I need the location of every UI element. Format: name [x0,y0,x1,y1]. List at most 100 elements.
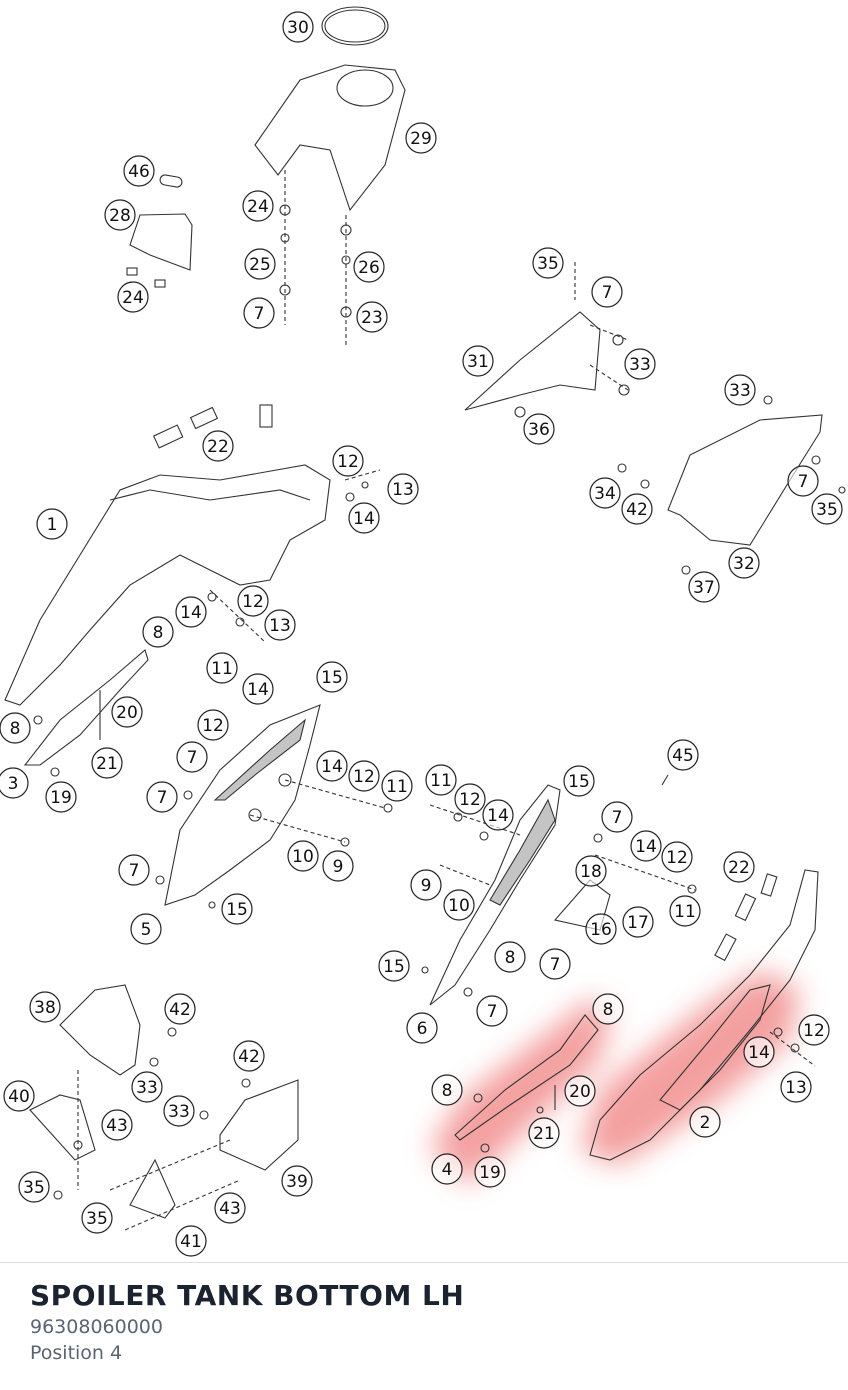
callout-9[interactable]: 9 [410,869,442,901]
callout-12[interactable]: 12 [332,445,364,477]
callout-13[interactable]: 13 [264,609,296,641]
callout-7[interactable]: 7 [539,948,571,980]
callout-13[interactable]: 13 [780,1071,812,1103]
callout-22[interactable]: 22 [202,430,234,462]
callout-25[interactable]: 25 [244,248,276,280]
callout-8[interactable]: 8 [494,941,526,973]
callout-12[interactable]: 12 [197,709,229,741]
callout-33[interactable]: 33 [724,374,756,406]
callout-8[interactable]: 8 [142,616,174,648]
callout-12[interactable]: 12 [798,1014,830,1046]
callout-17[interactable]: 17 [622,906,654,938]
callout-12[interactable]: 12 [454,783,486,815]
callout-34[interactable]: 34 [589,477,621,509]
callout-33[interactable]: 33 [624,348,656,380]
callout-14[interactable]: 14 [316,750,348,782]
callout-7[interactable]: 7 [787,465,819,497]
callout-number: 42 [626,500,648,520]
callout-7[interactable]: 7 [476,995,508,1027]
callout-11[interactable]: 11 [425,764,457,796]
callout-7[interactable]: 7 [591,276,623,308]
callout-12[interactable]: 12 [661,841,693,873]
callout-10[interactable]: 10 [287,840,319,872]
callout-14[interactable]: 14 [630,830,662,862]
callout-23[interactable]: 23 [356,301,388,333]
callout-13[interactable]: 13 [387,473,419,505]
callout-14[interactable]: 14 [242,673,274,705]
callout-42[interactable]: 42 [621,493,653,525]
callout-11[interactable]: 11 [206,652,238,684]
callout-41[interactable]: 41 [175,1225,207,1257]
callout-6[interactable]: 6 [406,1012,438,1044]
callout-19[interactable]: 19 [45,781,77,813]
callout-46[interactable]: 46 [123,155,155,187]
callout-31[interactable]: 31 [462,345,494,377]
callout-24[interactable]: 24 [117,281,149,313]
callout-42[interactable]: 42 [233,1040,265,1072]
callout-45[interactable]: 45 [667,739,699,771]
callout-28[interactable]: 28 [104,199,136,231]
callout-number: 8 [603,1000,614,1020]
callout-39[interactable]: 39 [281,1165,313,1197]
callout-29[interactable]: 29 [405,122,437,154]
callout-7[interactable]: 7 [146,781,178,813]
callout-12[interactable]: 12 [237,585,269,617]
callout-21[interactable]: 21 [528,1117,560,1149]
callout-circle [624,348,656,380]
callout-35[interactable]: 35 [811,493,843,525]
callout-16[interactable]: 16 [585,913,617,945]
callout-1[interactable]: 1 [36,508,68,540]
callout-12[interactable]: 12 [348,760,380,792]
callout-2[interactable]: 2 [689,1106,721,1138]
callout-number: 35 [23,1178,45,1198]
callout-33[interactable]: 33 [163,1095,195,1127]
callout-14[interactable]: 14 [482,799,514,831]
callout-14[interactable]: 14 [743,1036,775,1068]
callout-30[interactable]: 30 [282,11,314,43]
callout-36[interactable]: 36 [523,413,555,445]
callout-22[interactable]: 22 [723,851,755,883]
callout-15[interactable]: 15 [221,893,253,925]
callout-circle [142,616,174,648]
callout-circle [405,122,437,154]
callout-24[interactable]: 24 [242,190,274,222]
callout-21[interactable]: 21 [91,747,123,779]
callout-7[interactable]: 7 [118,854,150,886]
callout-8[interactable]: 8 [0,712,31,744]
callout-43[interactable]: 43 [214,1192,246,1224]
callout-42[interactable]: 42 [164,993,196,1025]
callout-8[interactable]: 8 [431,1074,463,1106]
callout-8[interactable]: 8 [592,993,624,1025]
callout-15[interactable]: 15 [316,661,348,693]
callout-32[interactable]: 32 [728,547,760,579]
callout-18[interactable]: 18 [575,855,607,887]
callout-7[interactable]: 7 [176,741,208,773]
callout-20[interactable]: 20 [564,1075,596,1107]
callout-7[interactable]: 7 [243,297,275,329]
callout-5[interactable]: 5 [130,913,162,945]
callout-15[interactable]: 15 [378,950,410,982]
callout-33[interactable]: 33 [131,1071,163,1103]
callout-35[interactable]: 35 [18,1171,50,1203]
callout-14[interactable]: 14 [175,596,207,628]
callout-15[interactable]: 15 [563,765,595,797]
callout-40[interactable]: 40 [3,1080,35,1112]
callout-20[interactable]: 20 [111,696,143,728]
callout-7[interactable]: 7 [601,801,633,833]
callout-37[interactable]: 37 [688,571,720,603]
callout-11[interactable]: 11 [381,770,413,802]
callout-10[interactable]: 10 [443,889,475,921]
callout-26[interactable]: 26 [353,251,385,283]
callout-number: 11 [430,771,452,791]
callout-35[interactable]: 35 [532,247,564,279]
callout-38[interactable]: 38 [29,991,61,1023]
callout-35[interactable]: 35 [81,1202,113,1234]
callout-43[interactable]: 43 [101,1109,133,1141]
callout-14[interactable]: 14 [348,502,380,534]
callout-19[interactable]: 19 [474,1156,506,1188]
callout-4[interactable]: 4 [431,1153,463,1185]
callout-number: 33 [136,1078,158,1098]
callout-9[interactable]: 9 [322,850,354,882]
callout-11[interactable]: 11 [669,895,701,927]
callout-3[interactable]: 3 [0,767,29,799]
